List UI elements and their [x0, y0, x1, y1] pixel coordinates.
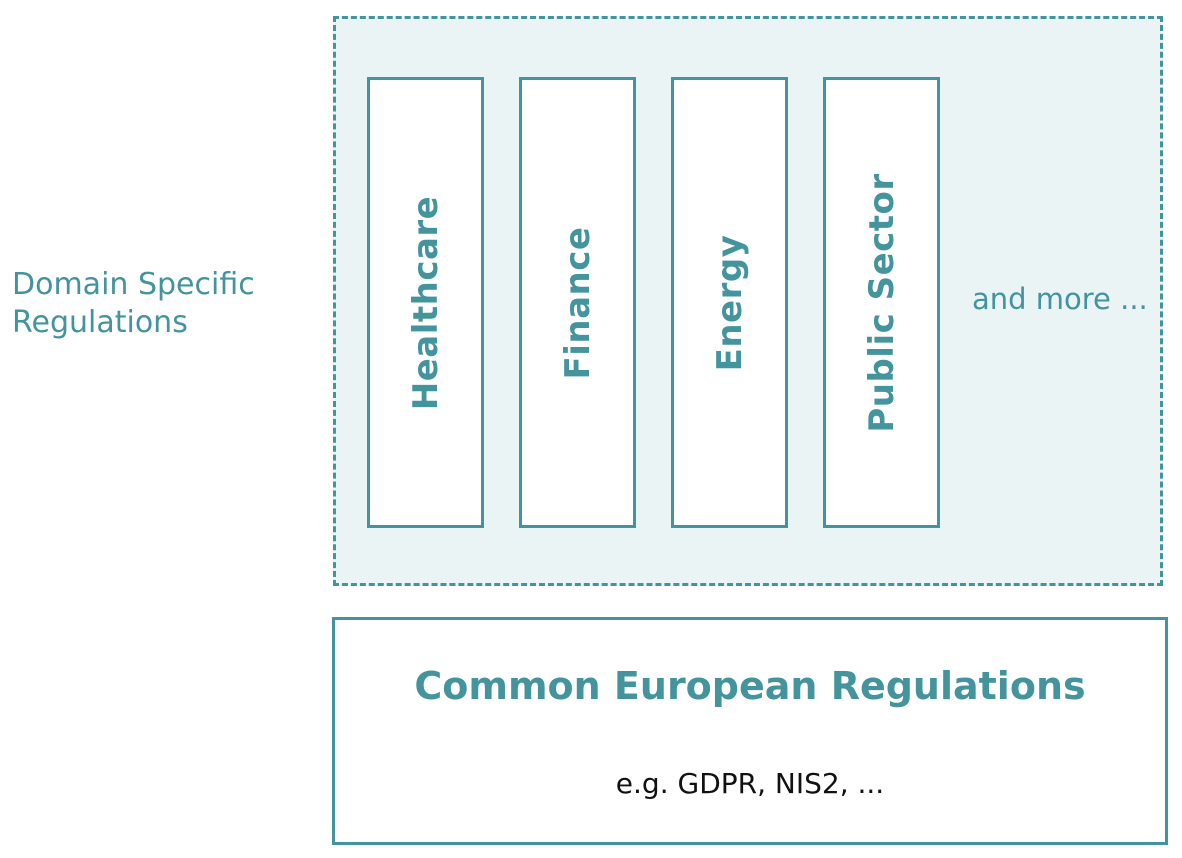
pillar-healthcare-label: Healthcare: [405, 195, 446, 410]
domain-specific-label-line2: Regulations: [12, 305, 188, 340]
pillar-finance-label: Finance: [557, 226, 598, 379]
and-more-label: and more ...: [972, 282, 1148, 316]
pillar-public-sector-label: Public Sector: [861, 172, 902, 433]
pillar-energy-label: Energy: [709, 234, 750, 371]
pillar-finance: Finance: [519, 77, 636, 528]
domain-specific-label: Domain Specific Regulations: [12, 266, 302, 342]
pillar-energy: Energy: [671, 77, 788, 528]
common-regulations-title: Common European Regulations: [414, 664, 1086, 708]
common-regulations-box: Common European Regulations e.g. GDPR, N…: [332, 617, 1168, 845]
pillar-public-sector: Public Sector: [823, 77, 940, 528]
domain-specific-label-line1: Domain Specific: [12, 267, 255, 302]
pillar-healthcare: Healthcare: [367, 77, 484, 528]
common-regulations-examples: e.g. GDPR, NIS2, ...: [615, 767, 885, 800]
